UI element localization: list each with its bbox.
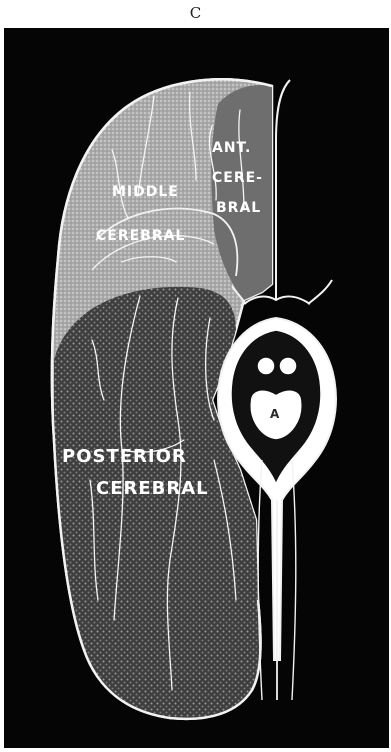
label-brainstem-mark: A xyxy=(270,407,280,421)
label-middle-line1: MIDDLE xyxy=(112,184,179,200)
label-anterior-line3: BRAL xyxy=(216,200,261,216)
label-posterior-line2: CEREBRAL xyxy=(96,478,209,499)
label-middle-line2: CEREBRAL xyxy=(96,228,185,244)
label-anterior-line1: ANT. xyxy=(212,140,251,156)
colliculus-left xyxy=(257,357,275,375)
label-posterior-line1: POSTERIOR xyxy=(62,446,187,467)
label-anterior-line2: CERE- xyxy=(212,170,263,186)
colliculus-right xyxy=(279,357,297,375)
